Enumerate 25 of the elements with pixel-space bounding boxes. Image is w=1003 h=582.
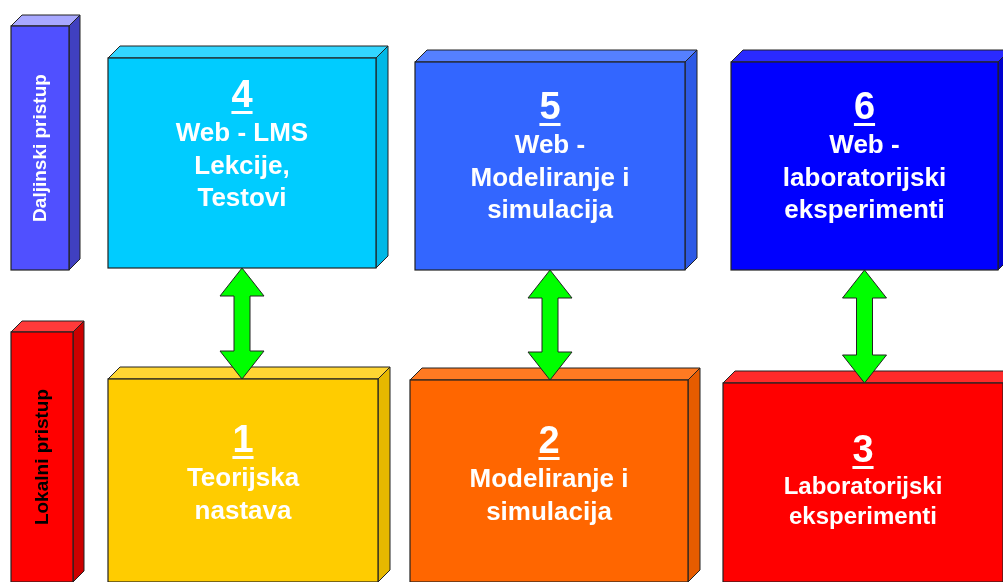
bar-label: Daljinski pristup	[29, 74, 51, 222]
box-label: Web - laboratorijski eksperimenti	[781, 128, 948, 226]
box-label: Web - LMS Lekcije, Testovi	[174, 116, 310, 214]
double-arrow	[219, 267, 265, 380]
block-box	[415, 50, 697, 270]
block-box	[108, 46, 388, 268]
step-number: 1	[232, 417, 254, 461]
block-box	[723, 371, 1003, 582]
box-label: Teorijska nastava	[185, 461, 301, 526]
step-number: 2	[538, 418, 560, 462]
block-box	[410, 368, 700, 582]
box-label: Modeliranje i simulacija	[468, 462, 630, 527]
step-number: 5	[539, 84, 561, 128]
step-number: 4	[231, 72, 253, 116]
block-box	[108, 367, 390, 582]
step-number: 3	[852, 427, 874, 471]
box-label: Laboratorijski eksperimenti	[782, 471, 944, 531]
step-number: 6	[853, 84, 876, 128]
box-label: Web - Modeliranje i simulacija	[469, 128, 631, 226]
double-arrow	[527, 269, 573, 381]
category-bar	[11, 15, 80, 270]
category-bar	[11, 321, 84, 582]
double-arrow	[842, 269, 887, 384]
bar-label: Lokalni pristup	[31, 388, 53, 526]
block-box	[731, 50, 1003, 270]
